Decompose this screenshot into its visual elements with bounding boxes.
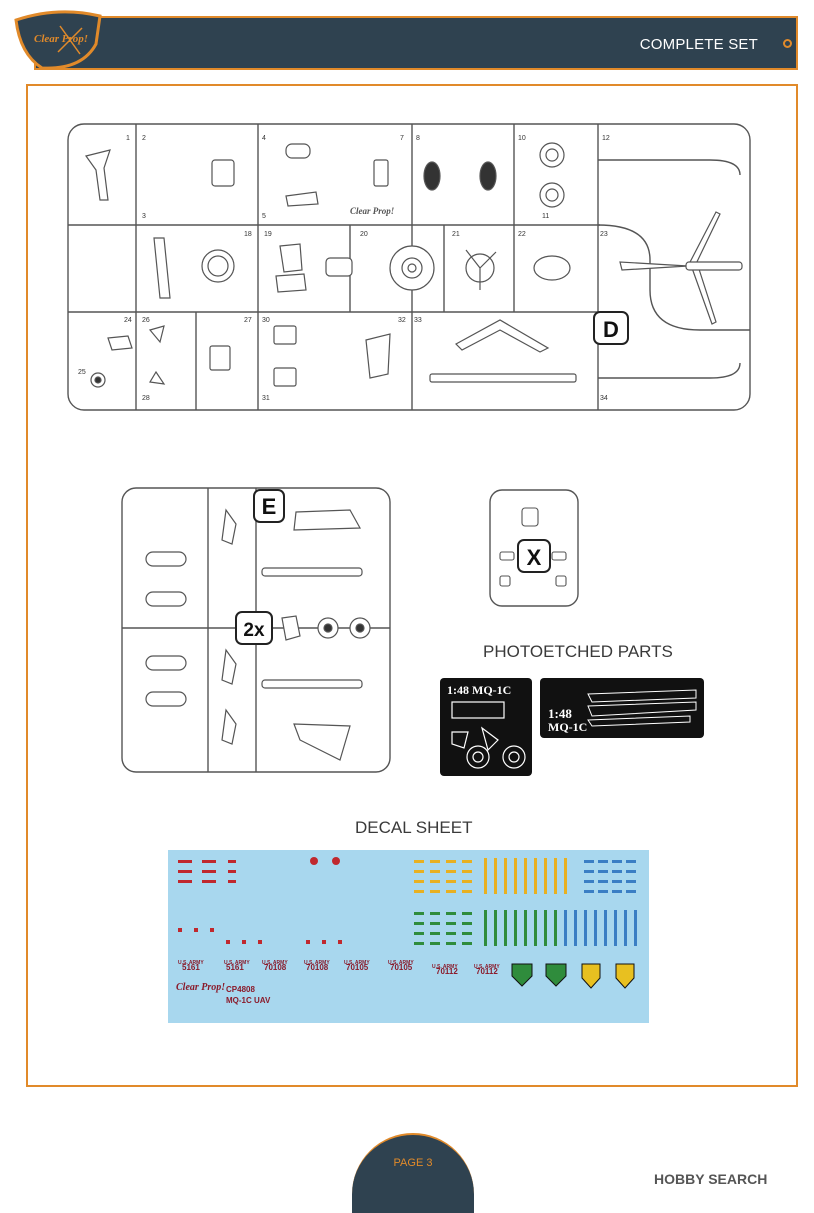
header-bar <box>34 16 798 70</box>
sprue-x-frame <box>489 489 579 607</box>
decal-brand-logo: Clear Prop! <box>176 982 225 993</box>
sprue-e-letter: E <box>262 494 277 519</box>
svg-text:24: 24 <box>124 317 132 324</box>
decal-serial-3: 70108 <box>264 963 287 972</box>
svg-text:1: 1 <box>126 135 130 142</box>
decal-serial-7: 70112 <box>436 967 458 976</box>
decal-army-label-1: U.S. ARMY <box>178 960 204 966</box>
svg-text:27: 27 <box>244 317 252 324</box>
sprue-x-letter: X <box>527 545 542 570</box>
sprue-d-letter: D <box>603 317 619 342</box>
sprue-e-multiplier: 2x <box>243 620 265 641</box>
svg-text:25: 25 <box>78 369 86 376</box>
svg-text:8: 8 <box>416 135 420 142</box>
watermark: HOBBY SEARCH <box>654 1171 768 1187</box>
decal-army-label-7: U.S. ARMY <box>432 964 458 970</box>
decal-army-label-2: U.S. ARMY <box>224 960 250 966</box>
svg-text:21: 21 <box>452 231 460 238</box>
decal-serial-5: 70105 <box>346 963 369 972</box>
decal-army-label-8: U.S. ARMY <box>474 964 500 970</box>
svg-text:20: 20 <box>360 231 368 238</box>
brand-logo: Clear Prop! <box>14 10 102 70</box>
svg-text:23: 23 <box>600 231 608 238</box>
pe-fret-2-scale: 1:48 <box>548 706 572 721</box>
svg-text:7: 7 <box>400 135 404 142</box>
page-number: PAGE 3 <box>393 1157 433 1169</box>
decal-sheet-heading: DECAL SHEET <box>355 818 473 837</box>
svg-text:31: 31 <box>262 395 270 402</box>
decal-serial-4: 70108 <box>306 963 329 972</box>
decal-serial-6: 70105 <box>390 963 413 972</box>
pe-fret-2-model: MQ-1C <box>548 720 587 734</box>
decal-serial-1: 5161 <box>182 963 200 972</box>
photoetched-heading: PHOTOETCHED PARTS <box>483 642 673 661</box>
svg-text:32: 32 <box>398 317 406 324</box>
svg-text:4: 4 <box>262 135 266 142</box>
svg-text:2: 2 <box>142 135 146 142</box>
pe-fret-1-title: 1:48 MQ-1C <box>447 683 511 697</box>
svg-text:5: 5 <box>262 213 266 220</box>
svg-text:28: 28 <box>142 395 150 402</box>
svg-text:11: 11 <box>542 213 549 220</box>
svg-text:33: 33 <box>414 317 422 324</box>
svg-text:18: 18 <box>244 231 252 238</box>
svg-text:22: 22 <box>518 231 526 238</box>
svg-text:34: 34 <box>600 395 608 402</box>
decal-army-label-6: U.S. ARMY <box>388 960 414 966</box>
sprue-d-frame <box>67 123 751 411</box>
decal-serial-2: 5161 <box>226 963 244 972</box>
header-title: COMPLETE SET <box>639 36 758 53</box>
settings-dot-icon <box>783 39 792 48</box>
decal-model: MQ-1C UAV <box>226 996 271 1005</box>
svg-text:19: 19 <box>264 231 272 238</box>
svg-text:12: 12 <box>602 135 610 142</box>
decal-code: CP4808 <box>226 985 255 994</box>
decal-army-label-3: U.S. ARMY <box>262 960 288 966</box>
decal-serial-8: 70112 <box>476 967 498 976</box>
svg-text:10: 10 <box>518 135 526 142</box>
decal-sheet <box>168 850 649 1023</box>
content-frame <box>26 84 798 1087</box>
decal-army-label-5: U.S. ARMY <box>344 960 370 966</box>
decal-army-label-4: U.S. ARMY <box>304 960 330 966</box>
svg-text:26: 26 <box>142 317 150 324</box>
svg-text:3: 3 <box>142 213 146 220</box>
sprue-d-brand: Clear Prop! <box>350 206 394 216</box>
svg-text:30: 30 <box>262 317 270 324</box>
